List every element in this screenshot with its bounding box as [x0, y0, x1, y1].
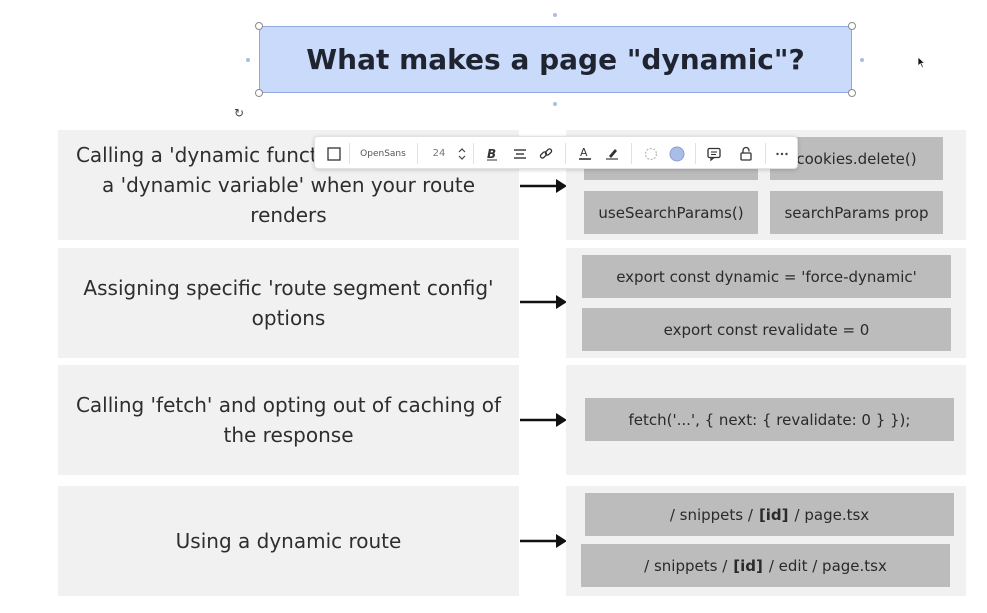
toolbar-divider — [631, 143, 632, 164]
path-param: [id] — [733, 556, 763, 575]
path-prefix: / snippets / — [669, 505, 753, 524]
font-size-input[interactable]: 24 — [432, 148, 446, 159]
path-suffix: / page.tsx — [794, 505, 870, 524]
svg-text:B: B — [487, 147, 496, 161]
row-4-description: Using a dynamic route — [58, 486, 519, 596]
toolbar-divider — [565, 143, 566, 164]
toolbar-divider — [417, 143, 418, 164]
arrow-right-icon — [520, 410, 568, 430]
example-chip[interactable]: export const revalidate = 0 — [582, 308, 951, 351]
connection-point-left[interactable] — [246, 58, 250, 62]
example-chip[interactable]: fetch('...', { next: { revalidate: 0 } }… — [585, 398, 954, 441]
example-chip[interactable]: cookies.delete() — [770, 137, 943, 180]
shape-fill-icon[interactable] — [323, 137, 345, 170]
resize-handle-top-left[interactable] — [255, 22, 263, 30]
example-chip[interactable]: searchParams prop — [770, 191, 943, 234]
row-2-text: Assigning specific 'route segment config… — [83, 276, 494, 330]
example-chip[interactable]: useSearchParams() — [584, 191, 758, 234]
path-prefix: / snippets / — [644, 556, 728, 575]
title-shape[interactable]: What makes a page "dynamic"? — [259, 26, 852, 93]
text-color-icon[interactable]: A — [574, 137, 596, 170]
path-suffix: / edit / page.tsx — [768, 556, 887, 575]
row-4-text: Using a dynamic route — [175, 529, 402, 553]
more-options-icon[interactable] — [771, 137, 793, 170]
toolbar-divider — [349, 143, 350, 164]
toolbar-divider — [695, 143, 696, 164]
resize-handle-top-right[interactable] — [848, 22, 856, 30]
example-chip[interactable]: export const dynamic = 'force-dynamic' — [582, 255, 951, 298]
example-chip[interactable]: / snippets / [id] / edit / page.tsx — [581, 544, 950, 587]
svg-text:A: A — [580, 146, 588, 159]
connection-point-right[interactable] — [860, 58, 864, 62]
row-3-description: Calling 'fetch' and opting out of cachin… — [58, 365, 519, 475]
lock-icon[interactable] — [735, 137, 757, 170]
connection-point-bottom[interactable] — [553, 102, 557, 106]
font-family-select[interactable]: OpenSans — [360, 148, 406, 159]
mouse-cursor-icon — [917, 54, 926, 73]
bold-icon[interactable]: B — [481, 137, 503, 170]
text-align-icon[interactable] — [509, 137, 531, 170]
fill-color-icon[interactable] — [667, 137, 687, 170]
page-title: What makes a page "dynamic"? — [306, 43, 805, 76]
resize-handle-bottom-left[interactable] — [255, 89, 263, 97]
link-icon[interactable] — [535, 137, 557, 170]
row-2-description: Assigning specific 'route segment config… — [58, 248, 519, 358]
example-chip[interactable]: / snippets / [id] / page.tsx — [585, 493, 954, 536]
rotate-handle-icon[interactable]: ↻ — [234, 106, 245, 120]
resize-handle-bottom-right[interactable] — [848, 89, 856, 97]
arrow-right-icon — [520, 176, 568, 196]
border-style-icon[interactable] — [641, 137, 661, 170]
highlight-icon[interactable] — [601, 137, 623, 170]
comment-icon[interactable] — [703, 137, 725, 170]
row-3-text: Calling 'fetch' and opting out of cachin… — [75, 393, 502, 447]
font-size-stepper-icon[interactable] — [455, 137, 469, 170]
arrow-right-icon — [520, 531, 568, 551]
connection-point-top[interactable] — [553, 13, 557, 17]
format-toolbar: OpenSans 24 B A — [314, 136, 798, 169]
toolbar-divider — [473, 143, 474, 164]
path-param: [id] — [758, 505, 789, 524]
toolbar-divider — [765, 143, 766, 164]
arrow-right-icon — [520, 292, 568, 312]
